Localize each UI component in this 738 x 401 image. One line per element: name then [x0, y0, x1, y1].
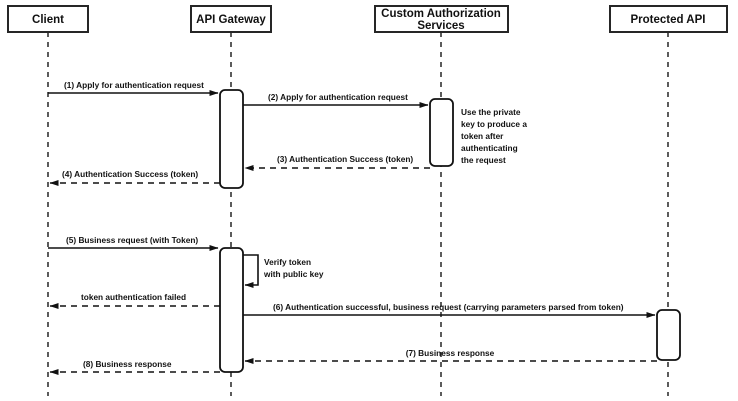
message-self-verify-token: Verify token with public key — [243, 254, 324, 288]
participant-label-client: Client — [32, 14, 64, 26]
message-7-label: (7) Business response — [406, 348, 495, 358]
activation-api-gateway-2 — [219, 247, 244, 373]
message-4-label: (4) Authentication Success (token) — [62, 169, 198, 179]
participant-api-gateway[interactable]: API Gateway — [190, 5, 272, 33]
message-4: (4) Authentication Success (token) — [49, 169, 220, 186]
message-2-label: (2) Apply for authentication request — [268, 92, 408, 102]
note-private-key-line-1: key to produce a — [461, 119, 527, 129]
note-private-key-line-3: authenticating — [461, 143, 518, 153]
participant-label-api-gateway: API Gateway — [196, 14, 266, 26]
message-5: (5) Business request (with Token) — [48, 235, 219, 251]
participant-label-custom-authorization-services-line1: Custom Authorization — [381, 8, 501, 20]
message-token-authentication-failed: token authentication failed — [49, 292, 220, 309]
participant-protected-api[interactable]: Protected API — [609, 5, 728, 33]
activation-protected-api-1 — [656, 309, 681, 361]
message-8-label: (8) Business response — [83, 359, 172, 369]
note-private-key-line-0: Use the private — [461, 107, 521, 117]
message-5-label: (5) Business request (with Token) — [66, 235, 198, 245]
note-private-key-line-2: token after — [461, 131, 504, 141]
message-6-label: (6) Authentication successful, business … — [273, 302, 624, 312]
message-6: (6) Authentication successful, business … — [243, 302, 656, 318]
message-1: (1) Apply for authentication request — [48, 80, 219, 96]
participant-box-client[interactable] — [7, 5, 89, 33]
message-1-label: (1) Apply for authentication request — [64, 80, 204, 90]
message-3-label: (3) Authentication Success (token) — [277, 154, 413, 164]
participant-custom-authorization-services[interactable]: Custom Authorization Services — [374, 5, 509, 33]
participant-box-protected-api[interactable] — [609, 5, 728, 33]
participant-box-custom-authorization-services[interactable] — [374, 5, 509, 33]
message-token-authentication-failed-label: token authentication failed — [81, 292, 186, 302]
activation-custom-authorization-services-1 — [429, 98, 454, 167]
message-3: (3) Authentication Success (token) — [244, 154, 430, 171]
participant-client[interactable]: Client — [7, 5, 89, 33]
participant-box-api-gateway[interactable] — [190, 5, 272, 33]
activation-api-gateway-1 — [219, 89, 244, 189]
message-self-verify-token-label-line2: with public key — [263, 269, 324, 279]
note-private-key-line-4: the request — [461, 155, 506, 165]
message-7: (7) Business response — [244, 348, 657, 364]
participant-label-protected-api: Protected API — [631, 14, 706, 26]
note-private-key: Use the private key to produce a token a… — [461, 107, 527, 165]
message-self-verify-token-label-line1: Verify token — [264, 257, 311, 267]
participant-label-custom-authorization-services-line2: Services — [417, 20, 464, 32]
message-self-verify-token-path — [243, 254, 259, 288]
message-8: (8) Business response — [49, 359, 220, 375]
message-2: (2) Apply for authentication request — [243, 92, 429, 108]
